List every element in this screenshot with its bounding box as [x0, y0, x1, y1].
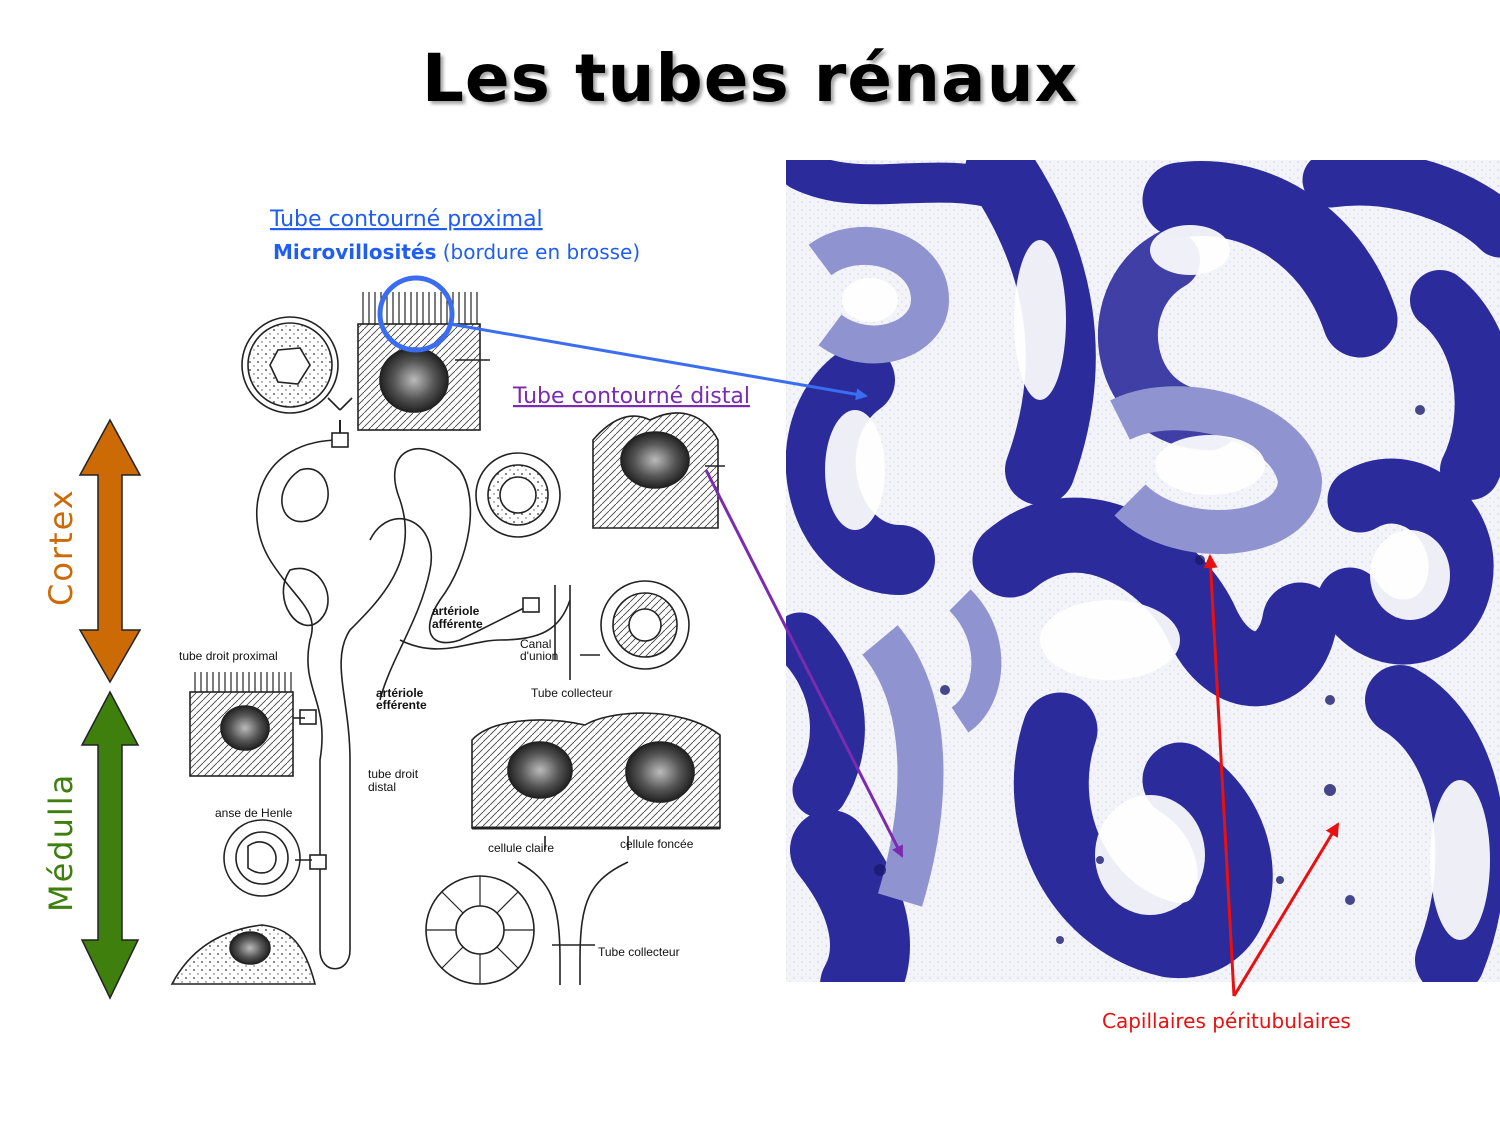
brush-border-highlight: [377, 275, 455, 353]
label-tube-contourne-proximal: Tube contourné proximal: [269, 207, 543, 232]
label-arteriole-efferente-2: efférente: [376, 698, 427, 712]
arrow-capillary-1: [1203, 554, 1236, 997]
label-arteriole-afferente-1: artériole: [432, 604, 480, 618]
label-medulla: Médulla: [42, 773, 80, 912]
label-tube-contourne-distal: Tube contourné distal: [512, 384, 750, 409]
distal-cell-drawing: [592, 412, 725, 529]
histology-micrograph: [786, 160, 1500, 982]
label-microvillosites-bold: Microvillosités: [273, 240, 436, 264]
slide-title: Les tubes rénaux: [421, 40, 1079, 117]
arrow-distal-to-photo: [704, 469, 904, 858]
label-tube-collecteur-top: Tube collecteur: [531, 686, 613, 700]
straight-proximal-drawing: [189, 672, 305, 777]
label-tube-collecteur-bottom: Tube collecteur: [598, 945, 680, 959]
label-cellule-foncee: cellule foncée: [620, 837, 694, 851]
label-canal-union-2: d'union: [520, 649, 558, 663]
label-tube-droit-distal-1: tube droit: [368, 767, 419, 781]
label-canal-union-1: Canal: [520, 637, 551, 651]
label-microvillosites: Microvillosités (bordure en brosse): [273, 240, 640, 264]
arrow-capillary-2: [1232, 822, 1340, 997]
collecting-cells-drawing: [471, 712, 721, 850]
nephron-schematic: [170, 292, 725, 985]
label-cortex: Cortex: [42, 488, 80, 606]
arrow-proximal-to-photo: [449, 322, 868, 401]
label-anse-henle: anse de Henle: [215, 806, 293, 820]
cortex-double-arrow: [78, 418, 142, 684]
schematic-labels: artériole afférente artériole efférente …: [179, 604, 694, 959]
label-microvillosites-rest: (bordure en brosse): [436, 240, 640, 264]
label-tube-droit-distal-2: distal: [368, 780, 396, 794]
label-arteriole-afferente-2: afférente: [432, 617, 483, 631]
proximal-cell-drawing: [357, 292, 490, 431]
label-cellule-claire: cellule claire: [488, 841, 554, 855]
medulla-double-arrow: [80, 690, 140, 1000]
label-tube-droit-proximal: tube droit proximal: [179, 649, 278, 663]
proximal-cross-section: [241, 316, 339, 414]
label-arteriole-efferente-1: artériole: [376, 686, 424, 700]
label-capillaires-peritubulaires: Capillaires péritubulaires: [1102, 1009, 1351, 1033]
